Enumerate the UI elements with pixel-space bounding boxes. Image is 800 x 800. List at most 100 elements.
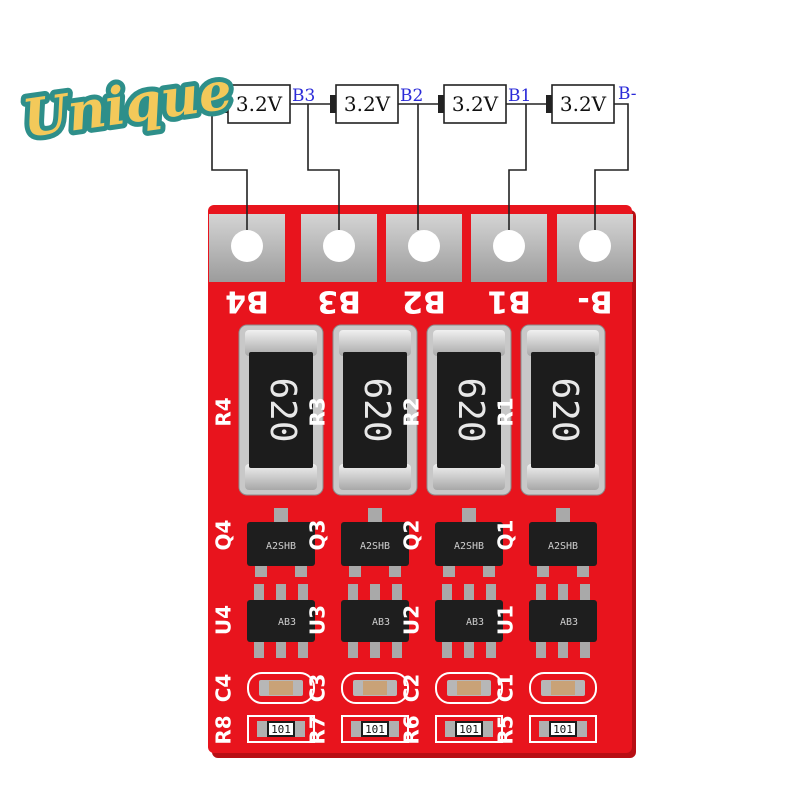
cell-4: 3.2V B1: [508, 84, 615, 124]
small-resistor: 101: [435, 715, 503, 743]
node-label: B1: [508, 86, 531, 106]
brand-logo: Unique Unique: [14, 55, 241, 155]
balance-ic: AB3: [529, 584, 597, 658]
pad-label: B2: [402, 284, 446, 319]
small-resistor-code: 101: [553, 723, 573, 736]
resistor-code: 620: [544, 377, 585, 442]
cell-terminal: [330, 95, 336, 113]
ic-marking: AB3: [278, 617, 296, 628]
mosfet: A2SHB: [529, 508, 597, 577]
mosfet-marking: A2SHB: [360, 541, 390, 552]
small-resistor-label: R5: [494, 715, 518, 744]
capacitor-label: C2: [400, 674, 424, 703]
small-resistor-label: R8: [212, 715, 236, 744]
pad-hole: [408, 230, 440, 262]
mosfet-marking: A2SHB: [454, 541, 484, 552]
battery-schematic: 3.2V B4 3.2V B3 3.2V B2 3.2V B1 B-: [198, 84, 637, 124]
cell-terminal: [546, 95, 552, 113]
wiring: [211, 103, 629, 230]
mosfet-label: Q4: [212, 520, 236, 551]
cell-terminal: [438, 95, 444, 113]
resistor-label: R4: [212, 397, 236, 426]
pad-label: B1: [487, 284, 531, 319]
pad-hole: [493, 230, 525, 262]
node-label-end: B-: [618, 84, 637, 104]
pad-2: B3: [301, 214, 377, 319]
ic-label: U3: [306, 605, 330, 635]
power-resistor: 620: [520, 324, 606, 496]
node-label: B2: [400, 86, 423, 106]
wire-1: [211, 104, 248, 230]
cell-box: [227, 84, 291, 124]
power-resistor: 620: [426, 324, 512, 496]
capacitor-label: C4: [212, 674, 236, 703]
cell-1: 3.2V B4: [198, 84, 291, 124]
capacitor-label: C3: [306, 674, 330, 703]
balance-ic: AB3: [247, 584, 315, 658]
cell-2: 3.2V B3: [292, 84, 399, 124]
cell-voltage: 3.2V: [452, 92, 499, 116]
wire-5: [594, 103, 629, 230]
capacitor: [529, 672, 597, 704]
balance-ic: AB3: [341, 584, 409, 658]
mosfet-label: Q3: [306, 520, 330, 551]
resistor-label: R2: [400, 397, 424, 426]
wire-4: [508, 104, 527, 230]
ic-label: U1: [494, 605, 518, 635]
logo-text: Unique: [19, 60, 236, 150]
mosfet: A2SHB: [341, 508, 409, 577]
wire-2: [307, 104, 340, 230]
capacitor-label: C1: [494, 674, 518, 703]
pad-5: B-: [557, 214, 633, 319]
power-resistor: 620: [332, 324, 418, 496]
mosfet-marking: A2SHB: [266, 541, 296, 552]
pad-3: B2: [386, 214, 462, 319]
pad-hole: [323, 230, 355, 262]
small-resistor: 101: [529, 715, 597, 743]
balance-channels: 620R4A2SHBQ4AB3U4C4101R8620R3A2SHBQ3AB3U…: [212, 324, 606, 745]
ic-label: U4: [212, 605, 236, 635]
pad-hole: [231, 230, 263, 262]
small-resistor-label: R7: [306, 715, 330, 744]
resistor-code: 620: [450, 377, 491, 442]
terminal-pads: B4 B3 B2 B1 B-: [209, 214, 633, 319]
pad-label: B-: [577, 284, 612, 319]
small-resistor-code: 101: [271, 723, 291, 736]
resistor-label: R3: [306, 397, 330, 426]
small-resistor: 101: [341, 715, 409, 743]
pad-label: B4: [225, 284, 269, 319]
cell-voltage: 3.2V: [560, 92, 607, 116]
ic-marking: AB3: [372, 617, 390, 628]
ic-label: U2: [400, 605, 424, 635]
small-resistor-code: 101: [459, 723, 479, 736]
ic-marking: AB3: [466, 617, 484, 628]
node-label: B3: [292, 86, 315, 106]
pad-hole: [579, 230, 611, 262]
pad-label: B3: [317, 284, 361, 319]
power-resistor: 620: [238, 324, 324, 496]
small-resistor: 101: [247, 715, 315, 743]
cell-3: 3.2V B2: [400, 84, 507, 124]
resistor-label: R1: [494, 397, 518, 426]
resistor-code: 620: [356, 377, 397, 442]
ic-marking: AB3: [560, 617, 578, 628]
cell-box: [551, 84, 615, 124]
small-resistor-code: 101: [365, 723, 385, 736]
capacitor: [247, 672, 315, 704]
mosfet: A2SHB: [435, 508, 503, 577]
node-label: B4: [198, 86, 221, 106]
capacitor: [435, 672, 503, 704]
balance-ic: AB3: [435, 584, 503, 658]
mosfet: A2SHB: [247, 508, 315, 577]
cell-voltage: 3.2V: [344, 92, 391, 116]
resistor-code: 620: [262, 377, 303, 442]
cell-terminal: [222, 95, 228, 113]
cell-voltage: 3.2V: [236, 92, 283, 116]
small-resistor-label: R6: [400, 715, 424, 744]
capacitor: [341, 672, 409, 704]
